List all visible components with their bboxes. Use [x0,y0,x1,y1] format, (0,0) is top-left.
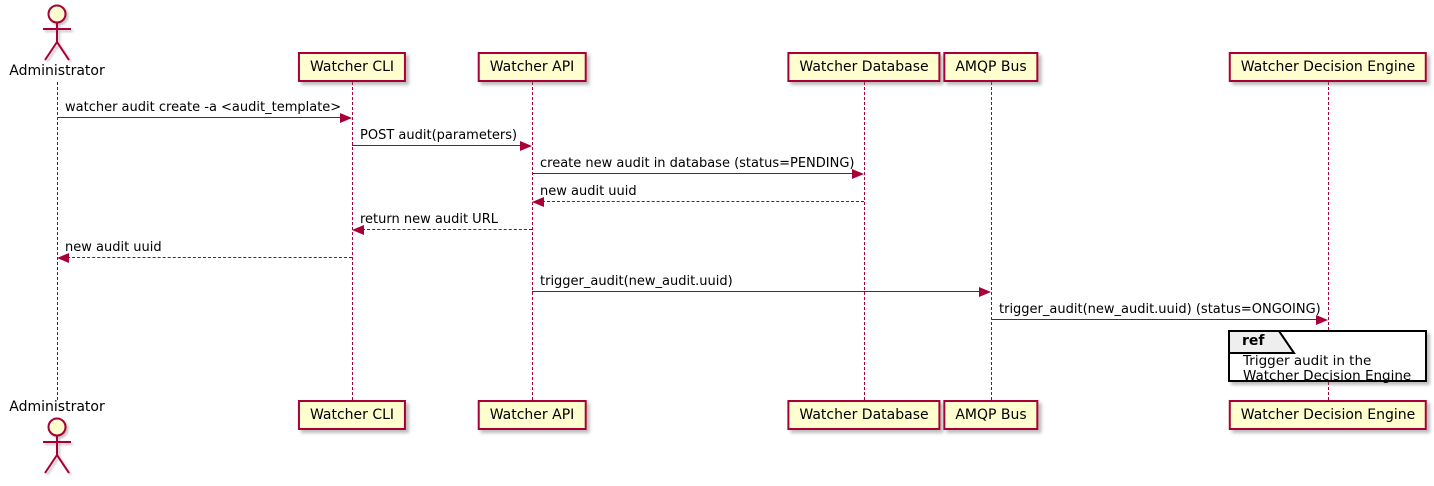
message-line [352,145,522,146]
lifeline-watcher-api [532,82,533,400]
arrowhead-icon [979,287,991,297]
message-line [362,229,532,230]
message-line [991,319,1318,320]
participant-box-watcher-decision-engine: Watcher Decision Engine [1228,52,1428,82]
ref-text-line-1: Trigger audit in the [1243,353,1372,369]
participant-box-watcher-cli: Watcher CLI [297,400,407,430]
lifeline-watcher-cli [352,82,353,400]
participant-box-watcher-database: Watcher Database [787,52,941,82]
message-line [57,117,342,118]
ref-text: Trigger audit in the Watcher Decision En… [1243,354,1421,384]
lifeline-administrator [57,82,58,400]
actor-name: Administrator [9,63,105,79]
message-line [542,201,864,202]
lifeline-amqp-bus [991,82,992,400]
participant-box-watcher-cli: Watcher CLI [297,52,407,82]
arrowhead-icon [340,113,352,123]
message-label: new audit uuid [65,240,162,255]
message-line [67,257,352,258]
participant-box-watcher-api: Watcher API [477,400,587,430]
arrowhead-icon [352,225,364,235]
arrowhead-icon [57,253,69,263]
actor-icon [37,416,77,476]
ref-tab-shape [1228,330,1296,354]
participant-box-amqp-bus: AMQP Bus [943,52,1039,82]
actor-icon [37,3,77,63]
participant-box-amqp-bus: AMQP Bus [943,400,1039,430]
arrowhead-icon [532,197,544,207]
message-label: POST audit(parameters) [360,128,518,143]
message-line [532,173,854,174]
arrowhead-icon [520,141,532,151]
lifeline-watcher-decision-engine [1328,82,1329,400]
participant-box-watcher-database: Watcher Database [787,400,941,430]
message-label: trigger_audit(new_audit.uuid) (status=ON… [999,302,1321,317]
message-label: watcher audit create -a <audit_template> [65,100,342,115]
message-label: return new audit URL [360,212,498,227]
message-label: new audit uuid [540,184,637,199]
actor-name: Administrator [9,399,105,415]
ref-text-line-2: Watcher Decision Engine [1243,368,1412,384]
arrowhead-icon [852,169,864,179]
participant-box-watcher-decision-engine: Watcher Decision Engine [1228,400,1428,430]
arrowhead-icon [1316,315,1328,325]
lifeline-watcher-database [864,82,865,400]
ref-keyword: ref [1242,333,1265,349]
ref-fragment: ref Trigger audit in the Watcher Decisio… [1228,330,1427,384]
message-label: trigger_audit(new_audit.uuid) [540,274,733,289]
message-line [532,291,981,292]
message-label: create new audit in database (status=PEN… [540,156,855,171]
participant-box-watcher-api: Watcher API [477,52,587,82]
